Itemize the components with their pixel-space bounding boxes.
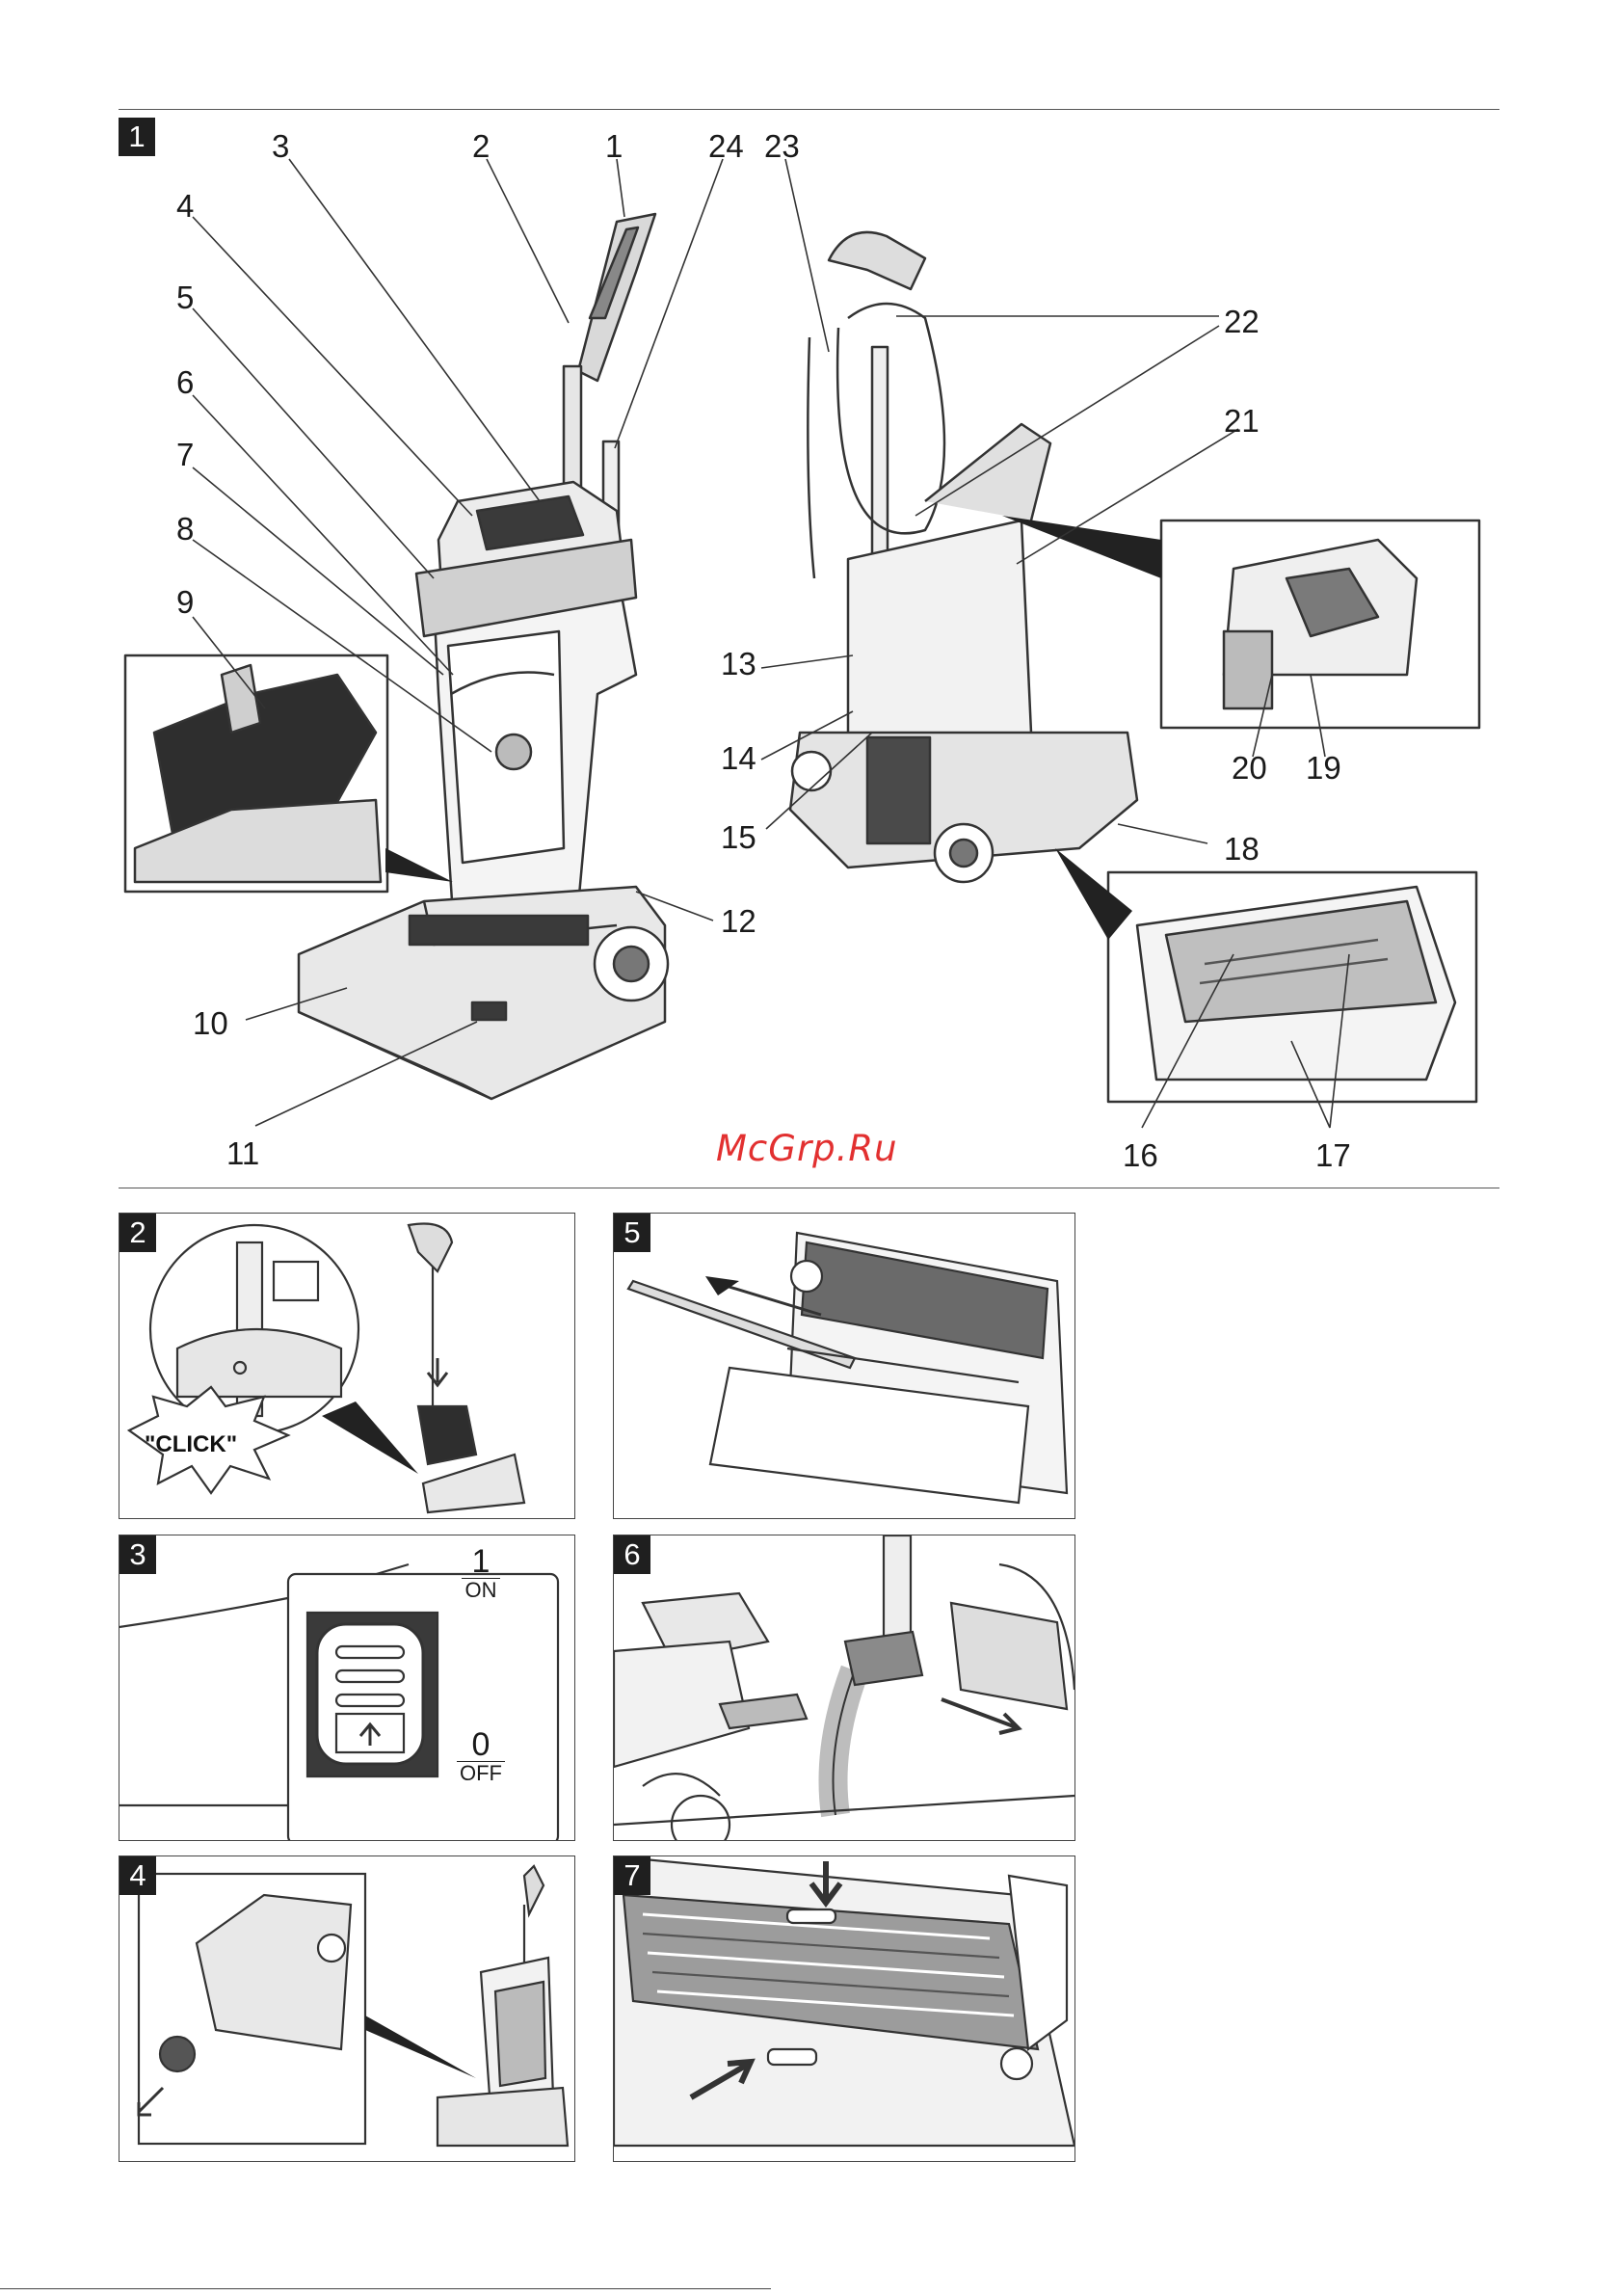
figure-1: 1 <box>0 0 1618 1188</box>
callout-5: 5 <box>176 280 194 316</box>
panel-3-drawing <box>119 1535 574 1840</box>
off-indicator: 0 OFF <box>457 1728 505 1785</box>
panel-5: 5 <box>613 1213 1075 1519</box>
callout-20: 20 <box>1232 750 1267 787</box>
on-number: 1 <box>462 1545 500 1578</box>
drain-plug <box>160 2037 195 2071</box>
watermark: McGrp.Ru <box>716 1128 898 1169</box>
rear-handle <box>829 232 925 289</box>
panel-2: 2 "CLICK" <box>119 1213 575 1519</box>
callout-3: 3 <box>272 128 289 165</box>
panel-5-badge: 5 <box>614 1214 650 1252</box>
panel-2-badge: 2 <box>119 1214 156 1252</box>
callout-15: 15 <box>721 819 756 856</box>
callout-2: 2 <box>472 128 490 165</box>
callout-9: 9 <box>176 584 194 621</box>
callout-6: 6 <box>176 364 194 401</box>
tank-knob <box>496 734 531 769</box>
callout-12: 12 <box>721 903 756 940</box>
callout-17: 17 <box>1315 1137 1351 1174</box>
off-number: 0 <box>457 1728 505 1761</box>
panel-4-drawing <box>119 1856 574 2161</box>
panel-6-badge: 6 <box>614 1535 650 1574</box>
panel-2-drawing <box>119 1214 574 1518</box>
callout-22: 22 <box>1224 304 1260 340</box>
handle-grip <box>578 214 655 381</box>
panel-3: 3 1 ON 0 OFF <box>119 1535 575 1841</box>
callout-4: 4 <box>176 188 194 225</box>
footer-rule <box>0 2288 771 2289</box>
figure-1-drawing <box>0 0 1618 1188</box>
panel-3-badge: 3 <box>119 1535 156 1574</box>
panel-4: 4 <box>119 1855 575 2162</box>
callout-23: 23 <box>764 128 800 165</box>
callout-1: 1 <box>605 128 623 165</box>
callout-24: 24 <box>708 128 744 165</box>
callout-7: 7 <box>176 437 194 473</box>
callout-21: 21 <box>1224 403 1260 440</box>
callout-16: 16 <box>1123 1137 1158 1174</box>
panel-4-badge: 4 <box>119 1856 156 1895</box>
callout-14: 14 <box>721 740 756 777</box>
panel-6: 6 <box>613 1535 1075 1841</box>
panel-7-drawing <box>614 1856 1074 2161</box>
panel-5-drawing <box>614 1214 1074 1518</box>
callout-13: 13 <box>721 646 756 682</box>
off-label: OFF <box>457 1761 505 1785</box>
panel-7-badge: 7 <box>614 1856 650 1895</box>
callout-10: 10 <box>193 1005 228 1042</box>
on-label: ON <box>462 1578 500 1602</box>
callout-18: 18 <box>1224 831 1260 868</box>
callout-11: 11 <box>226 1135 259 1172</box>
callout-8: 8 <box>176 511 194 547</box>
callout-19: 19 <box>1306 750 1341 787</box>
panel-7: 7 <box>613 1855 1075 2162</box>
panel-6-drawing <box>614 1535 1074 1840</box>
click-label: "CLICK" <box>145 1431 237 1458</box>
on-indicator: 1 ON <box>462 1545 500 1602</box>
